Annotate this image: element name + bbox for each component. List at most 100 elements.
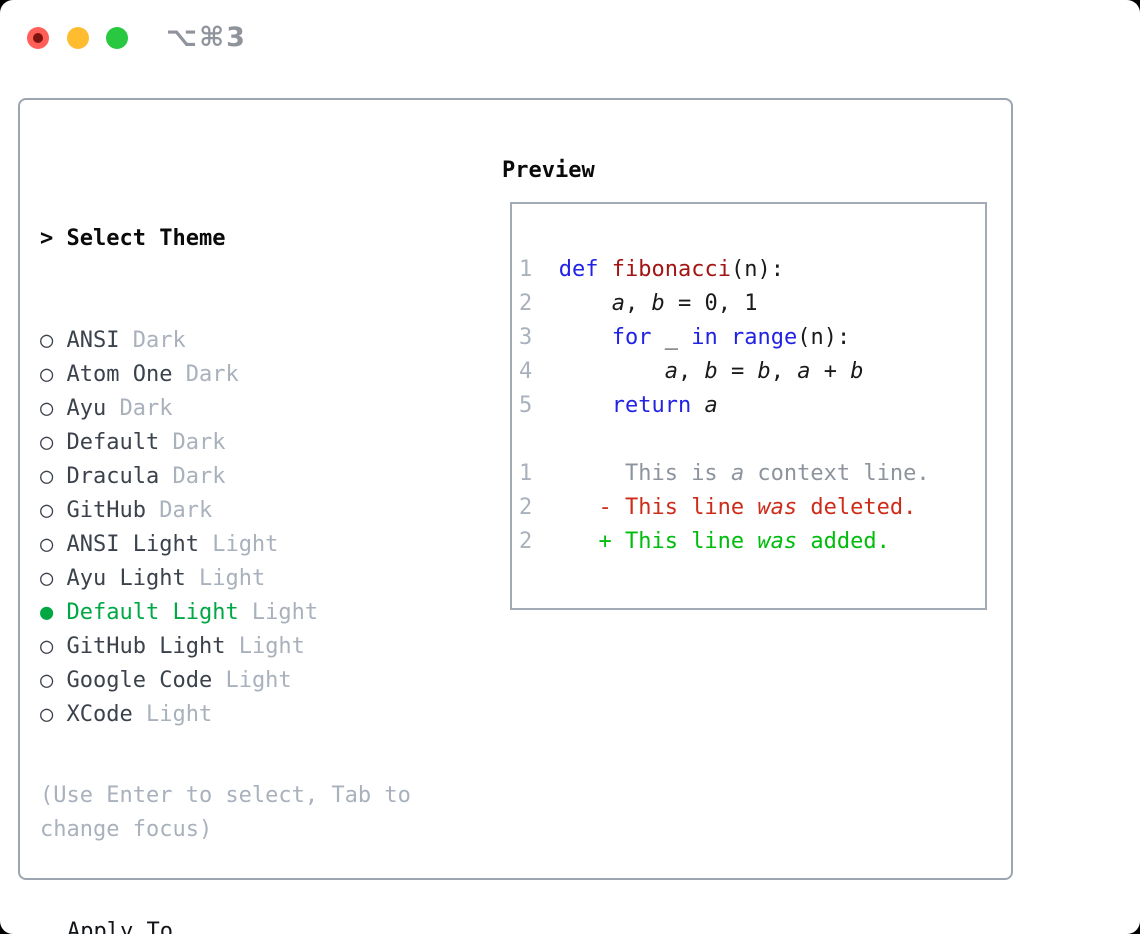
theme-item-default-light-light[interactable]: ● Default Light Light: [40, 596, 480, 630]
code-token: a: [730, 461, 745, 486]
select-theme-header: > Select Theme: [40, 226, 226, 251]
radio-unselected-icon: ○: [40, 328, 67, 353]
code-token: b: [704, 359, 718, 384]
code-token: was: [757, 529, 798, 554]
radio-unselected-icon: ○: [40, 362, 67, 387]
code-token: context line.: [744, 461, 930, 486]
line-number: 5: [519, 393, 533, 418]
radio-selected-icon: ●: [40, 600, 67, 625]
theme-name: Ayu Light: [66, 566, 186, 591]
code-token: a: [797, 359, 811, 384]
theme-name: GitHub: [66, 498, 146, 523]
theme-name: Dracula: [66, 464, 160, 489]
theme-item-google-code-light[interactable]: ○ Google Code Light: [40, 664, 480, 698]
theme-list: > Select Theme ○ ANSI Dark○ Atom One Dar…: [40, 154, 480, 934]
theme-variant: Light: [238, 600, 319, 625]
code-line: 3 for _ in range(n):: [519, 321, 985, 355]
close-button[interactable]: [27, 27, 49, 49]
theme-item-ansi-dark[interactable]: ○ ANSI Dark: [40, 324, 480, 358]
theme-name: Default Light: [66, 600, 239, 625]
code-token: This is: [532, 461, 731, 486]
theme-name: ANSI Light: [66, 532, 199, 557]
code-token: = 0, 1: [664, 291, 758, 316]
theme-item-xcode-light[interactable]: ○ XCode Light: [40, 698, 480, 732]
theme-item-atom-one-dark[interactable]: ○ Atom One Dark: [40, 358, 480, 392]
titlebar: ⌥⌘3: [0, 0, 1140, 76]
code-token: ,: [677, 359, 705, 384]
code-token: added.: [797, 529, 890, 554]
theme-variant: Light: [132, 702, 213, 727]
theme-items: ○ ANSI Dark○ Atom One Dark○ Ayu Dark○ De…: [40, 324, 480, 732]
theme-variant: Dark: [106, 396, 173, 421]
code-line: 1 def fibonacci(n):: [519, 253, 985, 287]
code-token: - This line: [532, 495, 758, 520]
theme-variant: Light: [185, 566, 266, 591]
minimize-button[interactable]: [67, 27, 89, 49]
theme-item-ayu-dark[interactable]: ○ Ayu Dark: [40, 392, 480, 426]
line-number: 1: [519, 461, 533, 486]
theme-name: Atom One: [66, 362, 173, 387]
theme-item-github-dark[interactable]: ○ GitHub Dark: [40, 494, 480, 528]
radio-unselected-icon: ○: [40, 566, 67, 591]
code-token: fibonacci: [611, 257, 731, 282]
code-token: + This line: [532, 529, 758, 554]
code-token: a: [704, 393, 718, 418]
code-token: [532, 393, 611, 418]
code-token: [532, 325, 611, 350]
code-line: 4 a, b = b, a + b: [519, 355, 985, 389]
line-number: 4: [519, 359, 533, 384]
help-text: (Use Enter to select, Tab to change focu…: [40, 783, 411, 842]
theme-variant: Light: [225, 634, 305, 659]
code-token: deleted.: [797, 495, 917, 520]
code-token: return: [611, 393, 692, 418]
code-token: [532, 291, 611, 316]
code-token: b: [651, 291, 665, 316]
code-token: in: [691, 325, 718, 350]
code-token: =: [717, 359, 758, 384]
theme-variant: Dark: [159, 464, 226, 489]
theme-name: GitHub Light: [66, 634, 226, 659]
theme-picker-panel: > Select Theme ○ ANSI Dark○ Atom One Dar…: [18, 98, 1013, 934]
code-line: 2 + This line was added.: [519, 525, 985, 559]
theme-variant: Dark: [172, 362, 239, 387]
code-token: +: [810, 359, 851, 384]
code-line: 2 a, b = 0, 1: [519, 287, 985, 321]
radio-unselected-icon: ○: [40, 464, 67, 489]
code-token: (n):: [730, 257, 784, 282]
theme-variant: Dark: [159, 430, 226, 455]
code-line: 1 This is a context line.: [519, 457, 985, 491]
theme-name: XCode: [66, 702, 133, 727]
theme-item-ansi-light-light[interactable]: ○ ANSI Light Light: [40, 528, 480, 562]
theme-variant: Dark: [145, 498, 213, 523]
code-token: (n):: [797, 325, 851, 350]
line-number: 2: [519, 529, 533, 554]
code-token: [532, 359, 664, 384]
theme-variant: Light: [212, 668, 292, 693]
focus-caret-icon: >: [40, 226, 54, 251]
code-line: 5 return a: [519, 389, 985, 423]
line-number: 2: [519, 495, 533, 520]
code-token: [599, 257, 612, 282]
radio-unselected-icon: ○: [40, 498, 67, 523]
code-token: for: [611, 325, 652, 350]
code-token: b: [850, 359, 864, 384]
theme-name: Ayu: [66, 396, 107, 421]
theme-item-github-light-light[interactable]: ○ GitHub Light Light: [40, 630, 480, 664]
code-token: [532, 257, 559, 282]
code-token: def: [558, 257, 599, 282]
code-token: range: [730, 325, 798, 350]
theme-item-ayu-light-light[interactable]: ○ Ayu Light Light: [40, 562, 480, 596]
theme-name: Google Code: [66, 668, 213, 693]
maximize-button[interactable]: [106, 27, 128, 49]
theme-item-dracula-dark[interactable]: ○ Dracula Dark: [40, 460, 480, 494]
apply-to-header: Apply To: [67, 919, 173, 934]
theme-item-default-dark[interactable]: ○ Default Dark: [40, 426, 480, 460]
radio-unselected-icon: ○: [40, 396, 67, 421]
preview-header: Preview: [502, 158, 595, 183]
code-token: [691, 393, 704, 418]
code-token: ,: [624, 291, 652, 316]
blank-line: [519, 423, 985, 457]
